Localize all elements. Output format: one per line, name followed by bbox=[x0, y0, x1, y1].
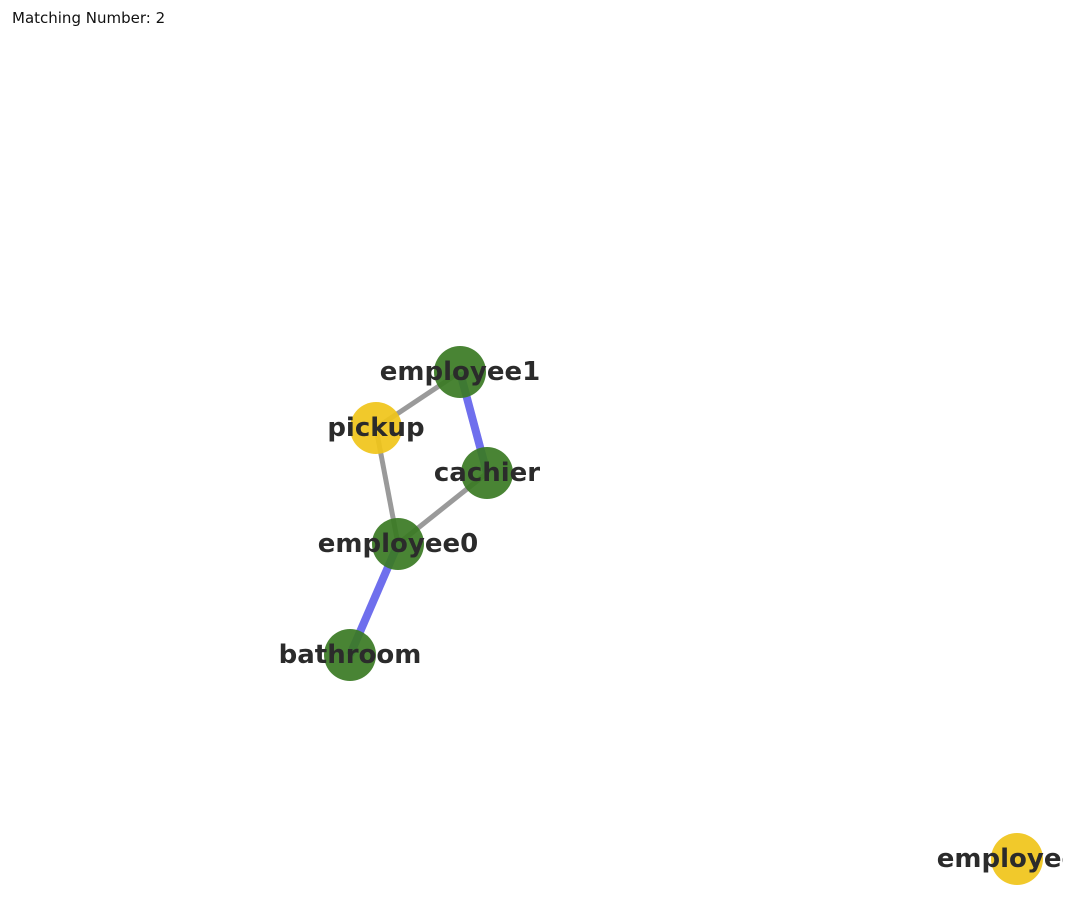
node-cachier bbox=[461, 447, 513, 499]
node-pickup bbox=[350, 402, 402, 454]
matching-number-prefix: Matching Number: bbox=[12, 9, 156, 27]
node-label-cachier: cachier bbox=[434, 458, 540, 488]
matching-number-value: 2 bbox=[155, 9, 166, 27]
node-label-employee1: employee1 bbox=[380, 357, 540, 387]
node-employee2 bbox=[991, 833, 1043, 885]
matching-number-label: Matching Number: 2 bbox=[12, 9, 165, 27]
node-employee0 bbox=[372, 518, 424, 570]
labels-layer: employee1 pickup cachier employee0 bathroom e… bbox=[279, 357, 1063, 874]
node-label-employee0: employee0 bbox=[318, 529, 478, 559]
node-employee1 bbox=[434, 346, 486, 398]
nodes-layer bbox=[324, 346, 1043, 885]
node-label-employee2: employee2 bbox=[937, 844, 1063, 874]
node-label-pickup: pickup bbox=[327, 413, 424, 443]
node-label-bathroom: bathroom bbox=[279, 640, 422, 670]
node-bathroom bbox=[324, 629, 376, 681]
